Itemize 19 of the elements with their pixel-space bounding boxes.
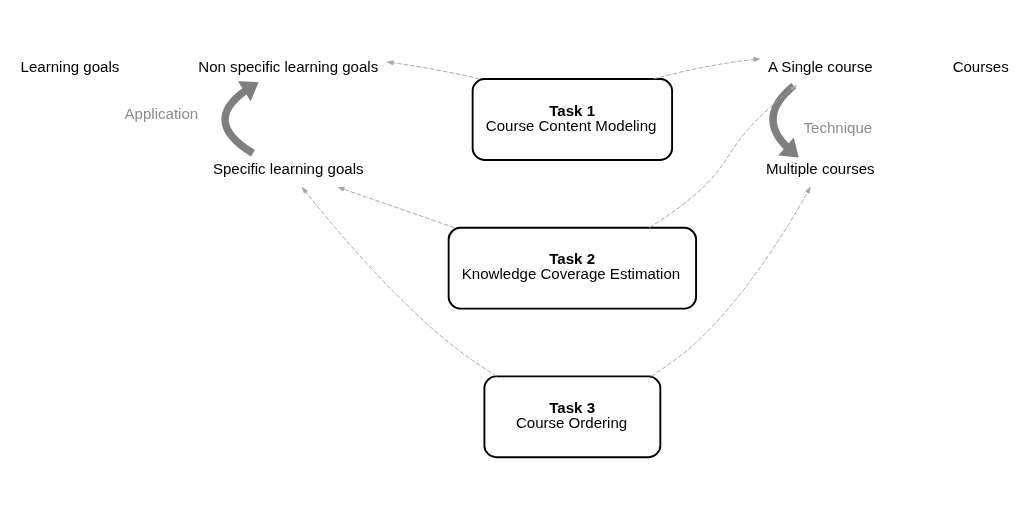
- node-box: Task 1 Course Content Modeling: [471, 77, 674, 161]
- arrow: [337, 186, 455, 228]
- node-text: Specific learning goals: [212, 159, 364, 177]
- node-text: A Single course: [767, 57, 873, 75]
- node-text: Non specific learning goals: [198, 57, 379, 75]
- arrow: [769, 82, 799, 158]
- arrow: [387, 59, 481, 79]
- node-box: Task 3 Course Ordering: [483, 374, 662, 458]
- node-box: Task 2 Knowledge Coverage Estimation: [447, 226, 697, 310]
- arrow: [301, 186, 498, 377]
- edge-label: Application: [124, 104, 199, 122]
- label: Learning goals: [20, 57, 120, 75]
- arrow: [648, 84, 797, 228]
- label: Courses: [952, 57, 1009, 75]
- arrow: [653, 56, 760, 79]
- node-text: Multiple courses: [765, 159, 875, 177]
- arrow: [221, 80, 259, 156]
- edge-label: Technique: [803, 118, 873, 136]
- arrow: [650, 186, 811, 377]
